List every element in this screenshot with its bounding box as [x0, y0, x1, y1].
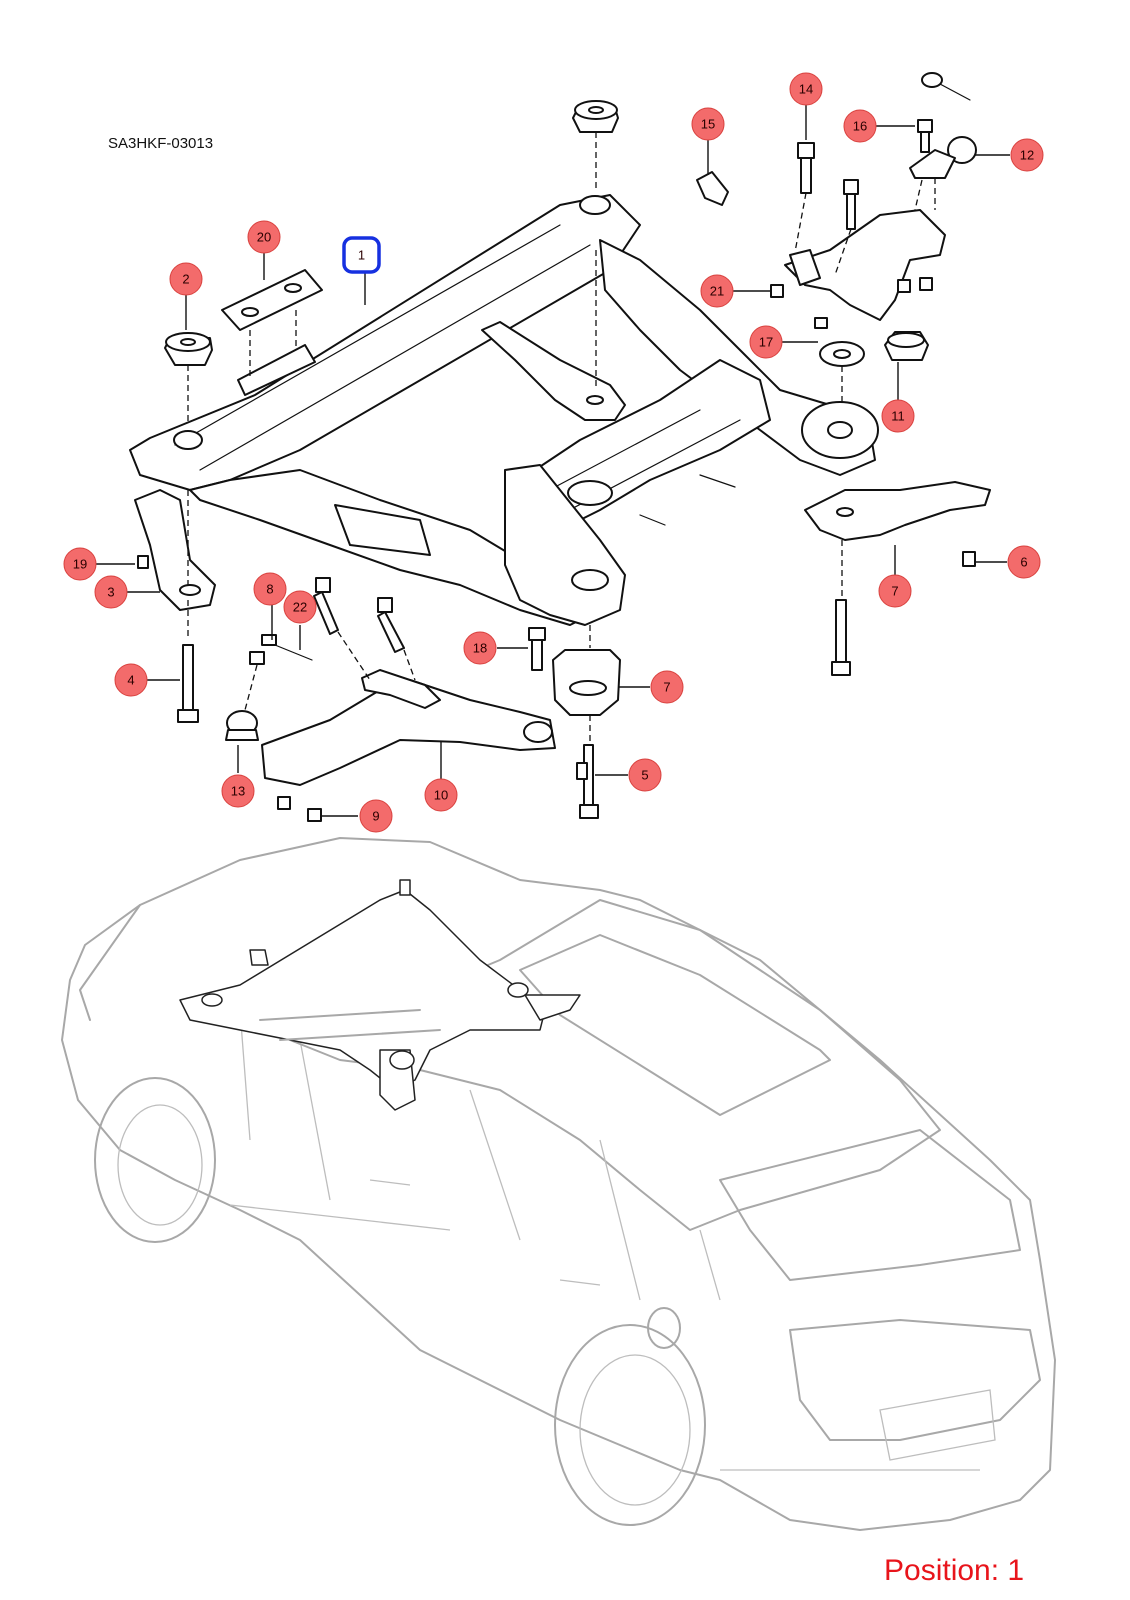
part-5-bolt	[579, 744, 599, 819]
svg-text:8: 8	[266, 582, 273, 597]
callout-15[interactable]: 15	[691, 107, 725, 141]
svg-text:19: 19	[73, 557, 87, 572]
callout-20[interactable]: 20	[247, 220, 281, 254]
part-17-washer	[819, 341, 865, 367]
part-center-bracket	[481, 321, 626, 421]
callout-2[interactable]: 2	[169, 262, 203, 296]
svg-text:7: 7	[891, 584, 898, 599]
callout-12[interactable]: 12	[1010, 138, 1044, 172]
part-long-bolt-right	[831, 599, 851, 676]
part-11-bushing	[884, 331, 929, 361]
part-7-bracket-right	[804, 481, 991, 541]
part-18-bolt	[528, 627, 546, 671]
callout-10[interactable]: 10	[424, 778, 458, 812]
svg-text:16: 16	[853, 119, 867, 134]
svg-text:22: 22	[293, 600, 307, 615]
part-top-bushing	[572, 100, 619, 133]
callout-18[interactable]: 18	[463, 631, 497, 665]
svg-text:7: 7	[663, 680, 670, 695]
vehicle-outline	[61, 837, 1056, 1531]
part-3-bracket	[134, 489, 216, 611]
position-label: Position: 1	[884, 1554, 1024, 1587]
callout-16[interactable]: 16	[843, 109, 877, 143]
callout-1[interactable]: 1	[342, 236, 381, 274]
part-12-ball-joint-right	[909, 136, 977, 179]
svg-text:15: 15	[701, 117, 715, 132]
diagram-code: SA3HKF-03013	[108, 135, 213, 152]
svg-text:18: 18	[473, 641, 487, 656]
callout-7-mount[interactable]: 7	[650, 670, 684, 704]
svg-text:17: 17	[759, 335, 773, 350]
svg-text:20: 20	[257, 230, 271, 245]
svg-text:2: 2	[182, 272, 189, 287]
svg-text:14: 14	[799, 82, 813, 97]
callout-22[interactable]: 22	[283, 590, 317, 624]
svg-text:10: 10	[434, 788, 448, 803]
callout-6[interactable]: 6	[1007, 545, 1041, 579]
svg-text:3: 3	[107, 585, 114, 600]
svg-text:12: 12	[1020, 148, 1034, 163]
part-14-bolt	[797, 142, 815, 194]
svg-text:4: 4	[127, 673, 134, 688]
part-16-bolt	[917, 119, 933, 153]
callout-3[interactable]: 3	[94, 575, 128, 609]
part-4-bolt	[177, 644, 199, 723]
callout-5[interactable]: 5	[628, 758, 662, 792]
callout-7-bracket[interactable]: 7	[878, 574, 912, 608]
part-2-bushing	[164, 332, 213, 366]
vehicle-subframe-location	[179, 879, 581, 1111]
svg-text:6: 6	[1020, 555, 1027, 570]
callout-4[interactable]: 4	[114, 663, 148, 697]
subframe-assembly	[129, 194, 879, 626]
svg-text:5: 5	[641, 768, 648, 783]
part-15-clip	[696, 171, 729, 206]
part-22-cotter-pin	[274, 644, 313, 661]
svg-text:11: 11	[891, 409, 905, 424]
callout-19[interactable]: 19	[63, 547, 97, 581]
callout-8[interactable]: 8	[253, 572, 287, 606]
callout-14[interactable]: 14	[789, 72, 823, 106]
part-7-rear-mount	[552, 649, 621, 716]
part-20-reinforcement-plates	[221, 269, 323, 396]
part-right-arm-bolt	[843, 179, 859, 230]
part-right-control-arm	[784, 209, 946, 321]
part-cotter-pin	[921, 72, 971, 101]
callout-13[interactable]: 13	[221, 774, 255, 808]
callout-11[interactable]: 11	[881, 399, 915, 433]
callout-21[interactable]: 21	[700, 274, 734, 308]
part-13-ball-joint	[225, 710, 259, 741]
part-small-nuts	[137, 277, 976, 822]
callout-9[interactable]: 9	[359, 799, 393, 833]
assembly-guides	[187, 132, 936, 742]
svg-text:21: 21	[710, 284, 724, 299]
part-arm-bolts	[313, 577, 405, 653]
svg-text:13: 13	[231, 784, 245, 799]
svg-text:9: 9	[372, 809, 379, 824]
part-10-control-arm-left	[261, 669, 556, 786]
callout-17[interactable]: 17	[749, 325, 783, 359]
subframe-front-crossmember	[129, 194, 641, 491]
svg-text:1: 1	[358, 248, 365, 263]
